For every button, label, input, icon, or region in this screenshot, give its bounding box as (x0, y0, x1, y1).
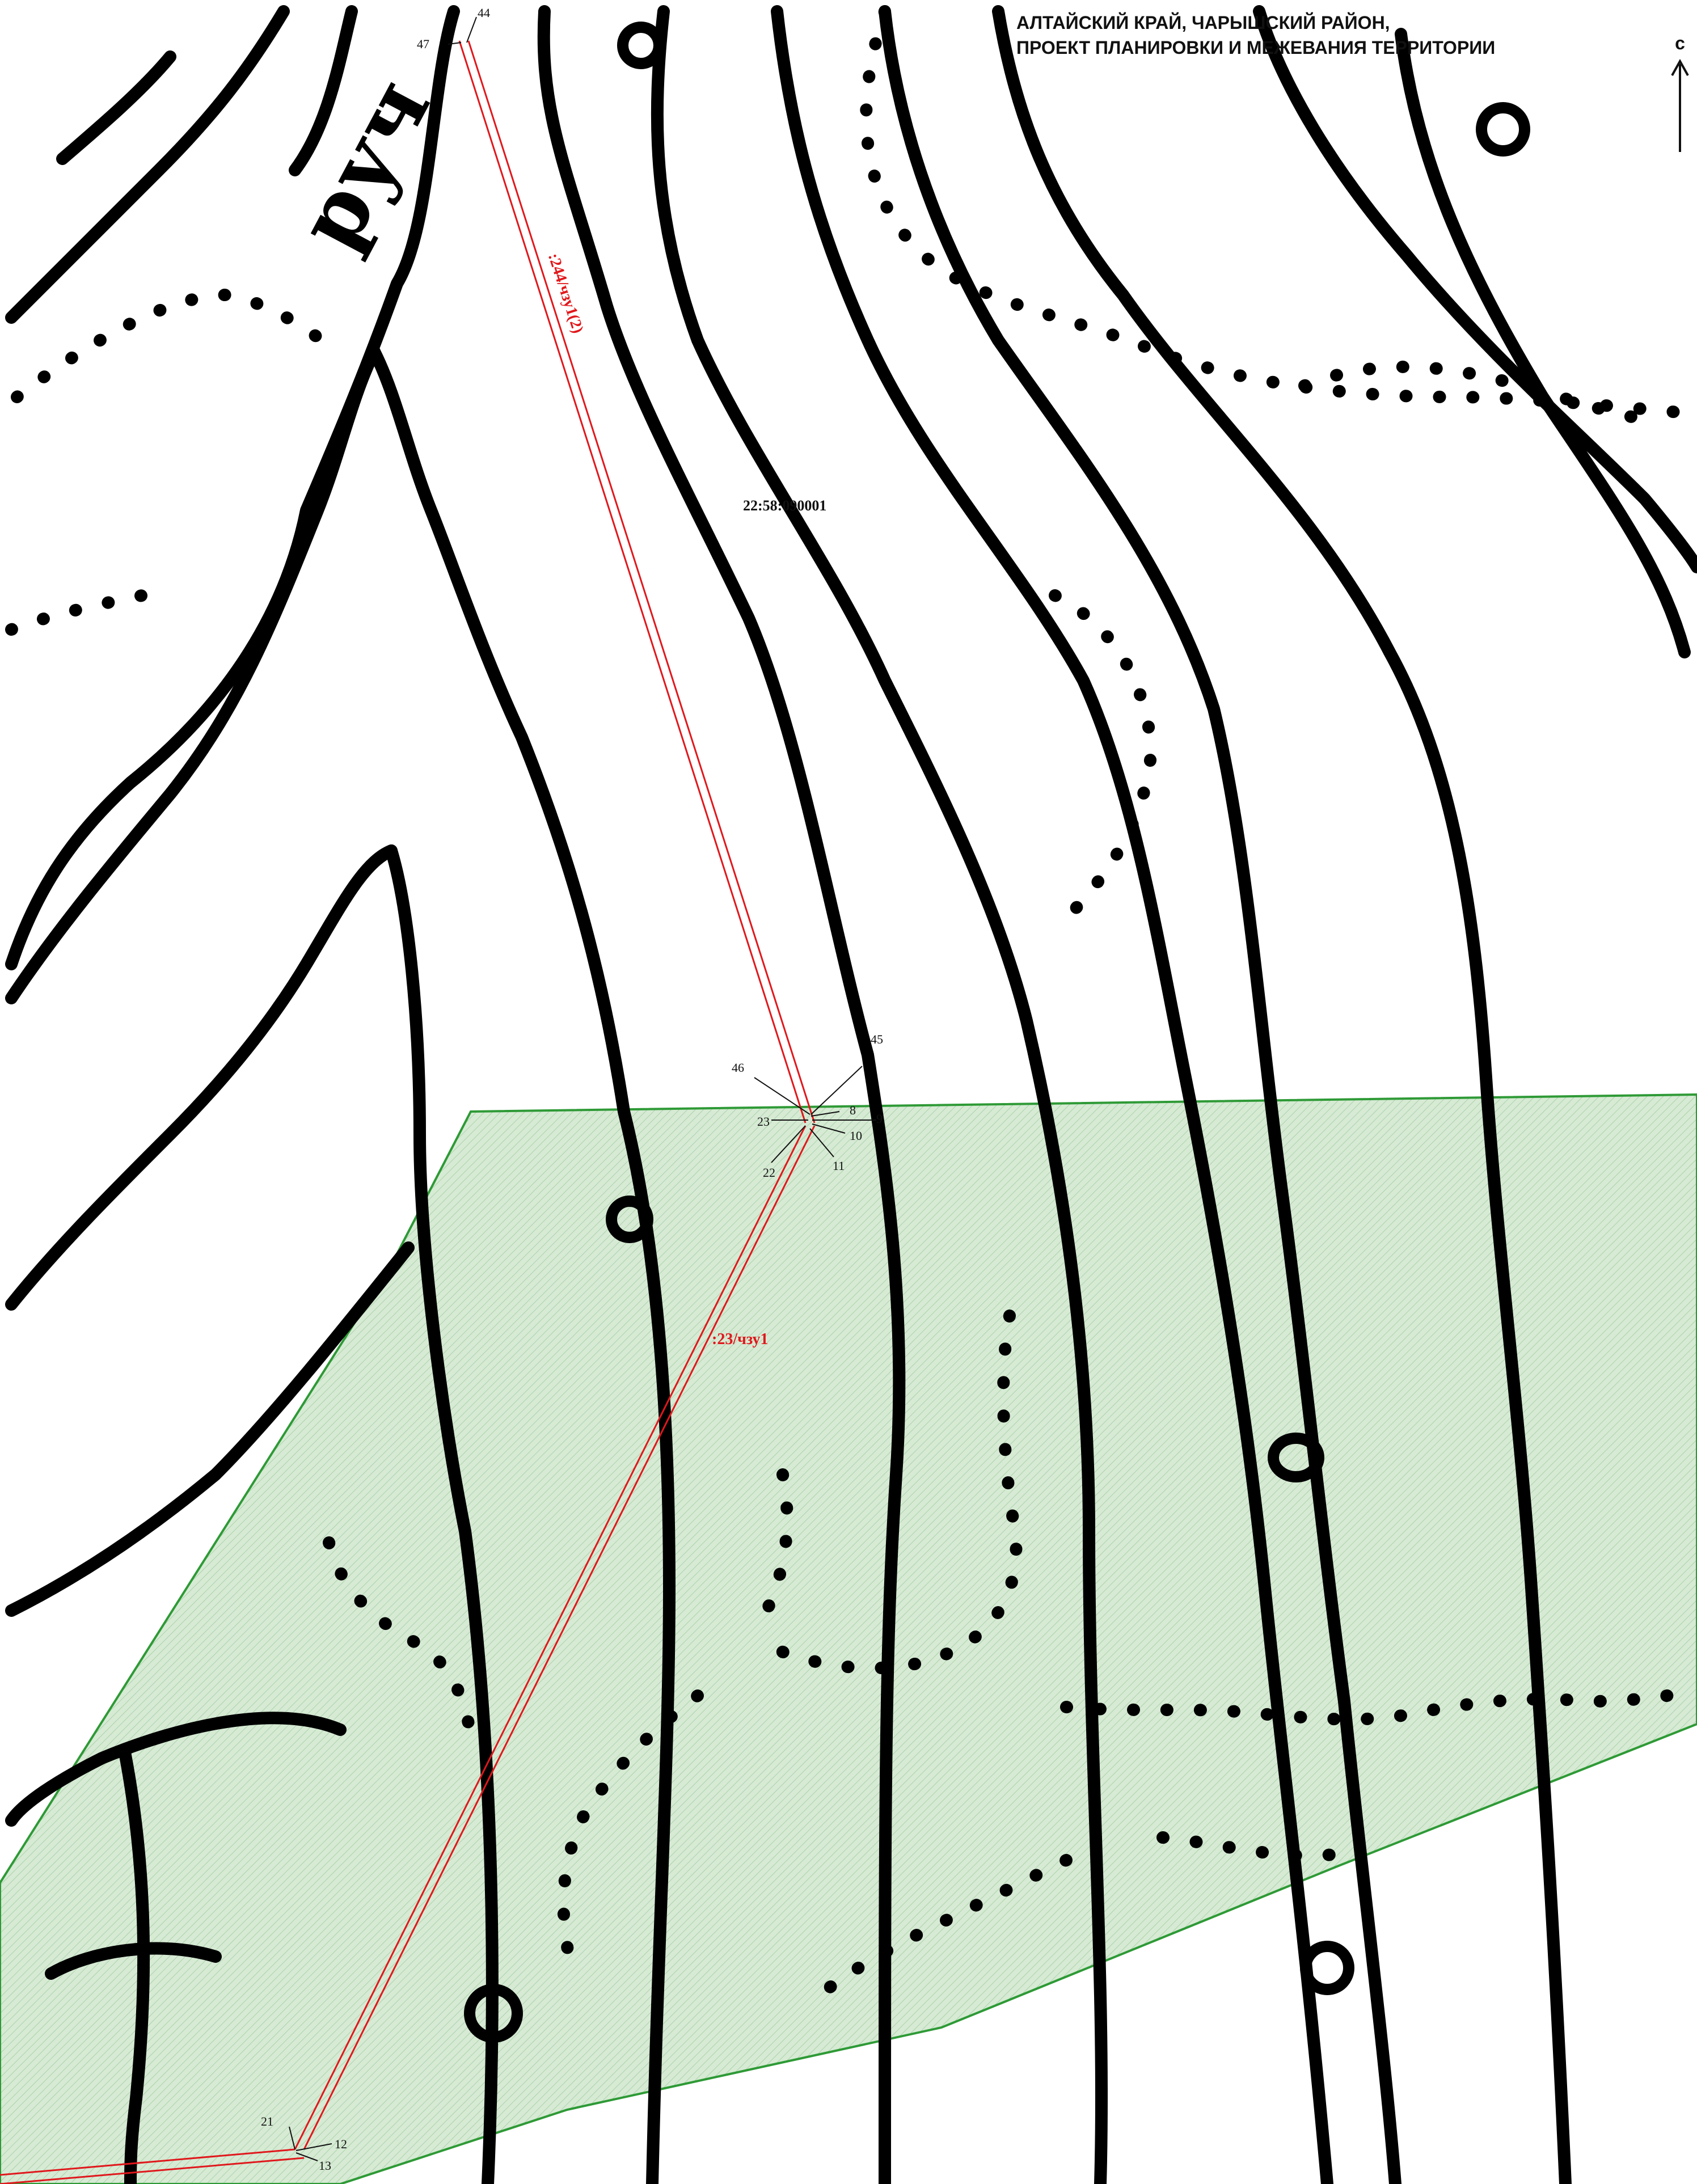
point-label: 44 (478, 6, 490, 20)
parcel-label-244[interactable]: :244/чзу1(2) (544, 251, 587, 336)
point-label: 47 (417, 37, 429, 51)
depression-circle (1268, 1433, 1324, 1482)
north-label: с (1675, 33, 1685, 53)
point-label: 12 (335, 2137, 347, 2151)
point-label: 45 (871, 1032, 883, 1046)
parcel-23-chzu1 (0, 1125, 816, 2184)
auxiliary-contours (5, 5, 1697, 2008)
point-label: 10 (850, 1129, 862, 1143)
depression-circle (464, 1984, 523, 2043)
title-line-2: ПРОЕКТ ПЛАНИРОВКИ И МЕЖЕВАНИЯ ТЕРРИТОРИИ (1016, 37, 1496, 58)
point-label: 9 (876, 1112, 883, 1126)
terrain-features (464, 22, 1530, 2043)
parcel-244-chzu1-2 (458, 40, 816, 1123)
point-label: 21 (261, 2114, 273, 2128)
north-arrow: с (1669, 33, 1691, 155)
title-line-1: АЛТАЙСКИЙ КРАЙ, ЧАРЫШСКИЙ РАЙОН, (1016, 12, 1390, 33)
parcel-label-23[interactable]: :23/чзу1 (712, 1330, 769, 1348)
point-leaders (289, 16, 876, 2161)
depression-circle (617, 22, 665, 69)
parcel-boundaries[interactable] (0, 40, 816, 2184)
depression-circle (1476, 102, 1530, 157)
protection-zone[interactable] (0, 1093, 1697, 2184)
point-label: 22 (763, 1165, 775, 1180)
point-label: 8 (850, 1103, 856, 1117)
contour-lines (5, 5, 1697, 2184)
map-title: АЛТАЙСКИЙ КРАЙ, ЧАРЫШСКИЙ РАЙОН, ПРОЕКТ … (1016, 10, 1640, 60)
point-label: 11 (833, 1159, 845, 1173)
point-label: 13 (319, 2158, 331, 2173)
cadastral-quarter-label: 22:58:090001 (743, 497, 826, 514)
point-label: 23 (757, 1114, 770, 1129)
depression-circle (606, 1196, 653, 1243)
point-labels: 44 47 45 46 8 9 10 11 22 23 21 12 13 (261, 6, 883, 2173)
point-label: 46 (732, 1061, 744, 1075)
depression-circle (1300, 1941, 1354, 1995)
north-arrow-icon (1671, 58, 1689, 152)
